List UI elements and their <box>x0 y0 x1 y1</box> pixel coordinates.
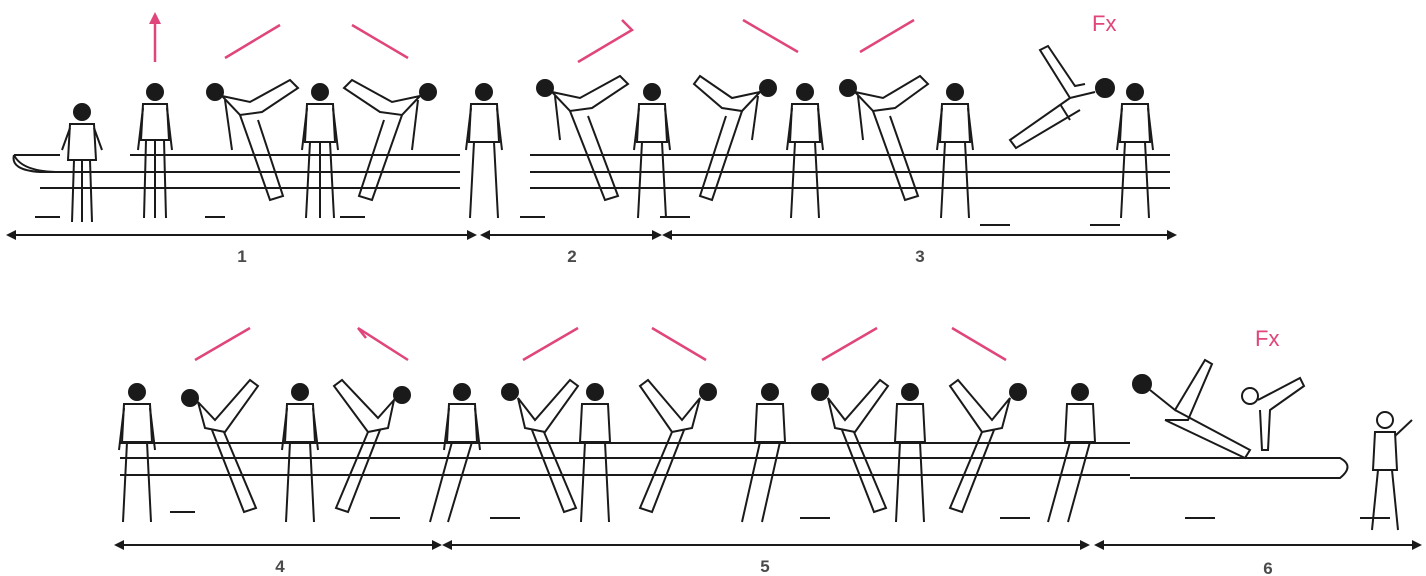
gymnast-figure <box>787 84 823 218</box>
gymnast-figure <box>344 80 436 200</box>
figure-sequence-row-1 <box>35 46 1153 225</box>
swing-line <box>652 328 706 360</box>
segment-label: 6 <box>1263 559 1272 576</box>
swing-line <box>743 20 798 52</box>
row-2: Fx 4 5 6 <box>116 326 1420 576</box>
segment-label: 1 <box>237 247 246 266</box>
swing-line <box>952 328 1006 360</box>
gymnast-figure <box>1010 46 1114 148</box>
swing-line <box>225 25 280 58</box>
figure-sequence-row-2 <box>119 360 1412 530</box>
swing-line <box>358 328 408 360</box>
swing-line <box>523 328 578 360</box>
gymnast-figure <box>138 84 172 218</box>
gymnast-figure <box>1133 360 1250 458</box>
gymnast-figure <box>634 84 670 218</box>
gymnast-figure <box>207 80 298 200</box>
gymnast-figure <box>840 76 928 200</box>
gymnast-figure <box>537 76 628 200</box>
segment-label: 4 <box>275 557 285 576</box>
motion-accents-row-2 <box>195 328 1006 360</box>
swing-line <box>822 328 877 360</box>
gymnast-figure <box>119 384 155 522</box>
gymnast-figure <box>640 380 716 512</box>
gymnast-figure <box>812 380 888 512</box>
gymnast-figure <box>282 384 318 522</box>
segment-label: 3 <box>915 247 924 266</box>
gymnast-figure <box>580 384 610 522</box>
swing-line <box>578 20 632 62</box>
gymnast-figure <box>1048 384 1095 522</box>
swing-line <box>352 25 408 58</box>
motion-accents-row-1 <box>155 18 914 62</box>
gymnast-figure <box>694 76 776 200</box>
fx-label: Fx <box>1092 11 1116 36</box>
gymnast-figure <box>62 104 102 222</box>
gymnast-figure <box>502 380 578 512</box>
gymnast-figure <box>334 380 410 512</box>
gymnast-figure <box>1372 412 1412 530</box>
gymnast-figure <box>182 380 258 512</box>
pommel-horse-row-1 <box>14 155 1170 188</box>
segment-label: 5 <box>760 557 769 576</box>
gymnast-figure <box>895 384 925 522</box>
gymnast-figure <box>430 384 480 522</box>
row-1: Fx 1 2 3 <box>8 11 1175 266</box>
gymnast-figure <box>937 84 973 218</box>
segment-label: 2 <box>567 247 576 266</box>
pommel-horse-row-2 <box>120 443 1348 478</box>
fx-label: Fx <box>1255 326 1279 351</box>
gymnast-figure <box>950 380 1026 512</box>
gymnast-figure <box>742 384 785 522</box>
gymnast-figure <box>1117 84 1153 218</box>
gymnast-figure <box>1242 378 1304 450</box>
swing-line <box>195 328 250 360</box>
gymnast-figure <box>466 84 502 218</box>
swing-line <box>860 20 914 52</box>
gymnast-figure <box>302 84 338 218</box>
